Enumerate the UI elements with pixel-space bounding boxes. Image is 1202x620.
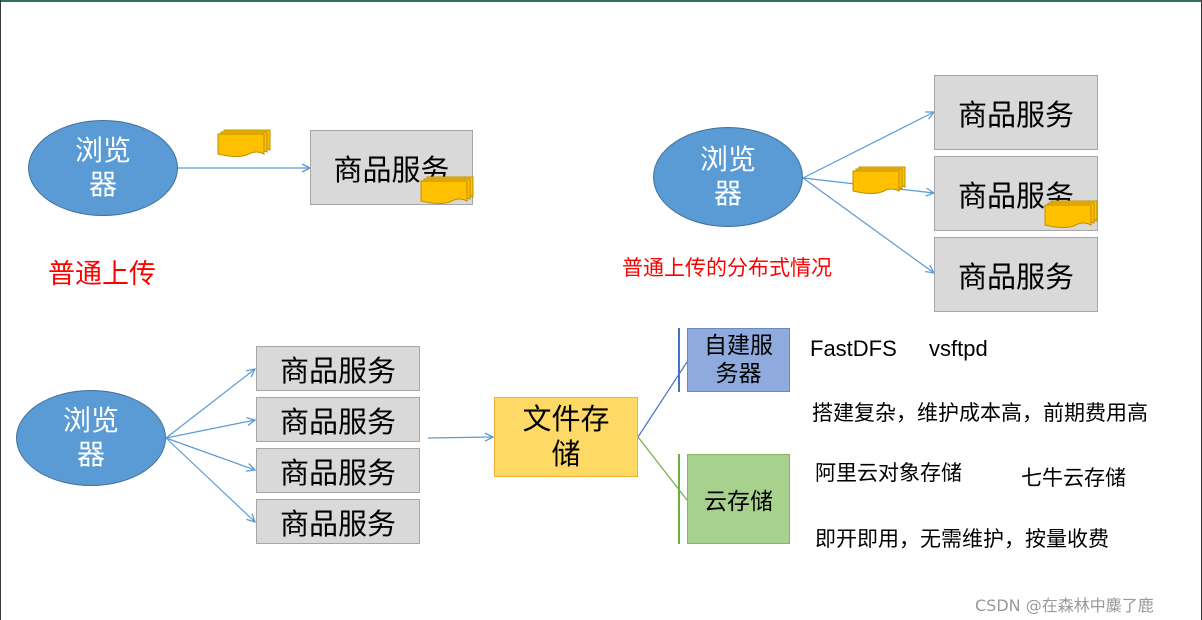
- browser-node: 浏览器: [653, 127, 803, 227]
- browser-label-line2: 器: [88, 168, 117, 201]
- cloud-vendor-qiniu: 七牛云存储: [1021, 466, 1126, 490]
- self-hosted-marker-bar: [678, 328, 680, 392]
- browser-node: 浏览器: [16, 390, 166, 486]
- arrow-browser-to-service-d: [165, 437, 255, 522]
- self-hosted-server-box: 自建服务器: [687, 328, 790, 392]
- service-label: 商品服务: [279, 455, 396, 490]
- service-box-3: 商品服务: [256, 448, 420, 493]
- service-box-3: 商品服务: [934, 237, 1098, 312]
- file-stack-icon: [1044, 200, 1098, 228]
- browser-node: 浏览器: [28, 120, 178, 216]
- file-stack-icon: [852, 166, 906, 194]
- storage-label-line2: 储: [551, 437, 581, 471]
- self-hosted-label-line1: 自建服: [704, 332, 773, 359]
- browser-label-line1: 浏览: [699, 142, 756, 176]
- arrow-browser-to-service-3: [802, 177, 934, 273]
- cloud-marker-bar: [678, 454, 680, 544]
- browser-label-line2: 器: [713, 177, 742, 210]
- service-label: 商品服务: [957, 97, 1074, 132]
- browser-label-line1: 浏览: [74, 133, 131, 167]
- service-box-1: 商品服务: [256, 346, 420, 391]
- caption-distributed-upload: 普通上传的分布式情况: [622, 256, 832, 280]
- caption-normal-upload: 普通上传: [48, 259, 156, 290]
- top-border: [0, 0, 1202, 2]
- tool-vsftpd: vsftpd: [929, 336, 988, 361]
- cloud-vendor-aliyun: 阿里云对象存储: [815, 461, 962, 485]
- file-stack-icon: [420, 176, 474, 204]
- service-box-1: 商品服务: [934, 75, 1098, 150]
- browser-label-line1: 浏览: [62, 403, 119, 437]
- arrow-browser-to-service-1: [802, 112, 934, 179]
- cloud-storage-box: 云存储: [687, 454, 790, 544]
- self-hosted-note: 搭建复杂，维护成本高，前期费用高: [812, 401, 1148, 425]
- service-label: 商品服务: [279, 404, 396, 439]
- tool-fastdfs: FastDFS: [810, 336, 897, 361]
- arrow-browser-to-service-a: [165, 369, 255, 439]
- arrow-services-to-storage: [427, 437, 493, 438]
- arrow-browser-to-service-b: [165, 420, 255, 439]
- browser-label-line2: 器: [76, 438, 105, 471]
- file-stack-icon: [217, 129, 271, 157]
- service-box-4: 商品服务: [256, 499, 420, 544]
- service-label: 商品服务: [279, 506, 396, 541]
- service-label: 商品服务: [279, 353, 396, 388]
- arrow-browser-to-service-c: [165, 437, 255, 470]
- cloud-storage-note: 即开即用，无需维护，按量收费: [815, 527, 1109, 551]
- service-box-2: 商品服务: [256, 397, 420, 442]
- storage-label-line1: 文件存: [522, 402, 610, 437]
- cloud-storage-label: 云存储: [704, 489, 773, 515]
- csdn-watermark: CSDN @在森林中麋了鹿: [975, 596, 1154, 615]
- service-label: 商品服务: [957, 259, 1074, 294]
- file-storage-box: 文件存储: [494, 397, 638, 477]
- self-hosted-label-line2: 务器: [715, 361, 762, 387]
